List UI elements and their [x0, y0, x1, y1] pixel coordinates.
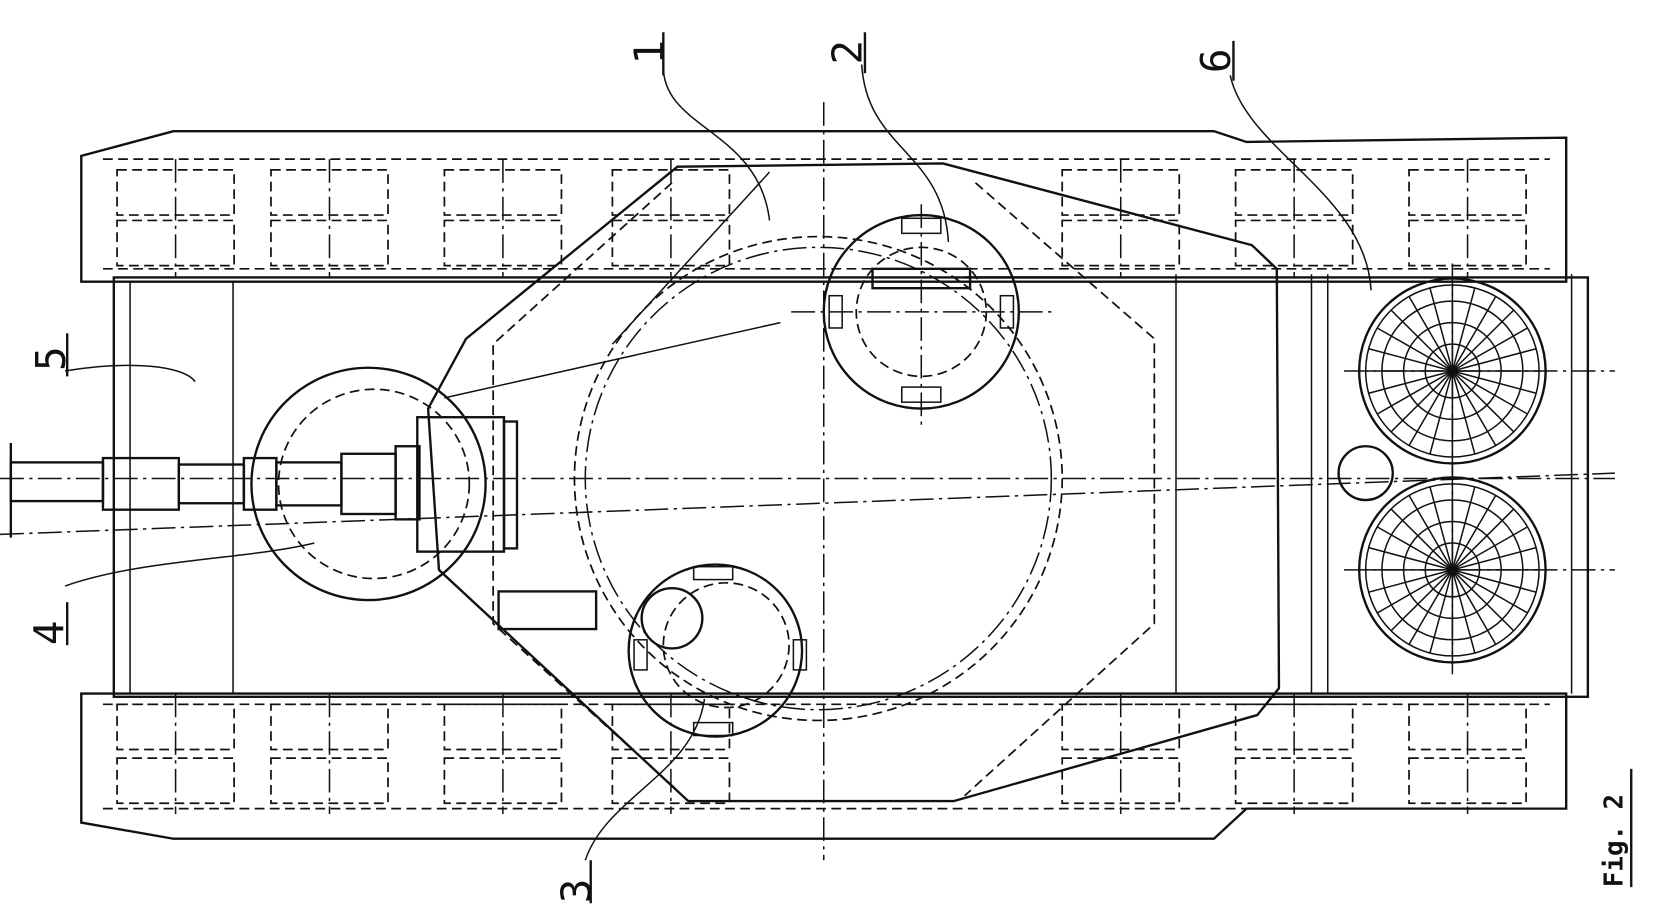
fan-spoke: [1452, 347, 1537, 372]
fan-spoke: [1452, 569, 1537, 593]
fan-spoke: [1368, 546, 1453, 571]
lower-track: [80, 692, 1568, 840]
fan-spoke: [1451, 486, 1476, 571]
leader-lines: [64, 64, 1372, 861]
figure-caption: Fig. 2: [1599, 794, 1629, 887]
ammo-box: [497, 590, 598, 631]
label-2: 2: [824, 40, 872, 65]
label-6: 6: [1192, 49, 1240, 74]
fan-spoke: [1451, 309, 1515, 372]
fan-spoke: [1429, 287, 1454, 372]
fan-spoke: [1452, 370, 1537, 394]
fan-spoke: [1376, 526, 1453, 571]
road-wheel: [1234, 757, 1354, 805]
fan-spoke: [1451, 508, 1515, 571]
label-1: 1: [625, 40, 673, 65]
fan-spoke: [1368, 569, 1453, 593]
loader-hatch: [627, 563, 808, 738]
fan-spoke: [1451, 569, 1476, 654]
upper-track: [80, 130, 1568, 283]
fan-spoke: [1451, 370, 1476, 455]
commander-hatch: [791, 204, 1074, 431]
fan-spoke: [1429, 370, 1454, 455]
fan-spoke: [1376, 327, 1453, 372]
engine-deck: [1337, 263, 1615, 678]
fan-spoke: [1390, 309, 1453, 372]
fan-spoke: [1390, 508, 1453, 571]
hull: [112, 274, 1590, 698]
fan-spoke: [1451, 296, 1497, 372]
fan-spoke: [1368, 370, 1453, 394]
fan-spoke: [1368, 347, 1453, 372]
main-gun: [9, 443, 397, 538]
fan-spoke: [1408, 370, 1454, 446]
fan-spoke: [1452, 569, 1528, 614]
fan-spoke: [1452, 526, 1528, 571]
fan-spoke: [1390, 569, 1453, 632]
road-wheel: [116, 757, 235, 805]
fan-spoke: [1390, 370, 1453, 433]
fan-spoke: [1408, 569, 1454, 645]
gun-mantlet: [250, 366, 519, 602]
road-wheel: [443, 757, 563, 805]
label-4: 4: [25, 621, 73, 646]
fan-spoke: [1376, 569, 1453, 614]
fan-spoke: [1452, 327, 1528, 372]
fan-spoke: [1429, 569, 1454, 654]
fan-spoke: [1451, 569, 1497, 645]
turret: [0, 102, 1615, 861]
fan-spoke: [1408, 495, 1454, 571]
road-wheel: [1061, 757, 1181, 805]
fan-spoke: [1451, 495, 1497, 571]
fan-spoke: [1451, 569, 1515, 632]
road-wheel: [1408, 757, 1527, 805]
fan-spoke: [1451, 370, 1497, 446]
fan-spoke: [1376, 370, 1453, 415]
fan-spoke: [1452, 370, 1528, 415]
fan-spoke: [1451, 370, 1515, 433]
fan-axis: [1344, 462, 1615, 678]
fan-spoke: [1408, 296, 1454, 372]
fan-spoke: [1429, 486, 1454, 571]
road-wheel: [611, 757, 731, 805]
label-3: 3: [553, 879, 601, 904]
fan-spoke: [1452, 546, 1537, 571]
road-wheel: [270, 757, 389, 805]
fan-spoke: [1451, 287, 1476, 372]
fan-axis: [1344, 263, 1615, 479]
